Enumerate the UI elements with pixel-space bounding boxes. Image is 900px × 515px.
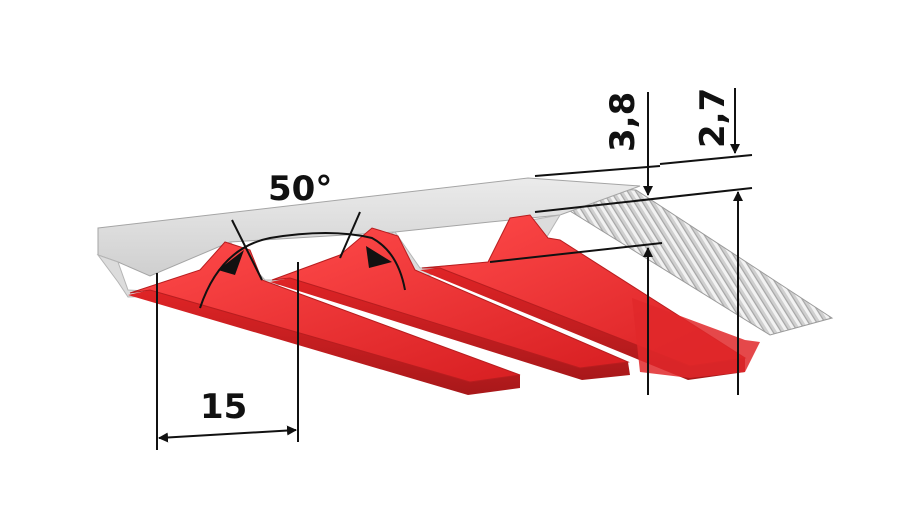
pitch-label: 15: [200, 387, 247, 427]
belt-tooth-3-profile: [632, 298, 760, 378]
tooth-height-ref-line-top: [659, 154, 753, 165]
total-height-label: 3,8: [603, 92, 643, 152]
angle-arrow-right: [366, 246, 392, 268]
angle-arrow-left: [218, 250, 244, 275]
belt-tooth-1-side: [128, 290, 520, 395]
pitch-dimension-line: [158, 425, 297, 443]
belt-tooth-2-side: [270, 278, 630, 380]
belt-tooth-2-top: [271, 227, 630, 369]
tooth-height-label: 2,7: [693, 88, 733, 148]
tooth-height-ref-line-mid: [534, 187, 753, 213]
angle-label: 50°: [268, 169, 332, 209]
height-ref-line-bottom: [489, 242, 663, 263]
angle-arc: [199, 232, 406, 309]
height-ref-line-top: [534, 165, 661, 177]
angle-flank-line-left: [231, 219, 263, 281]
